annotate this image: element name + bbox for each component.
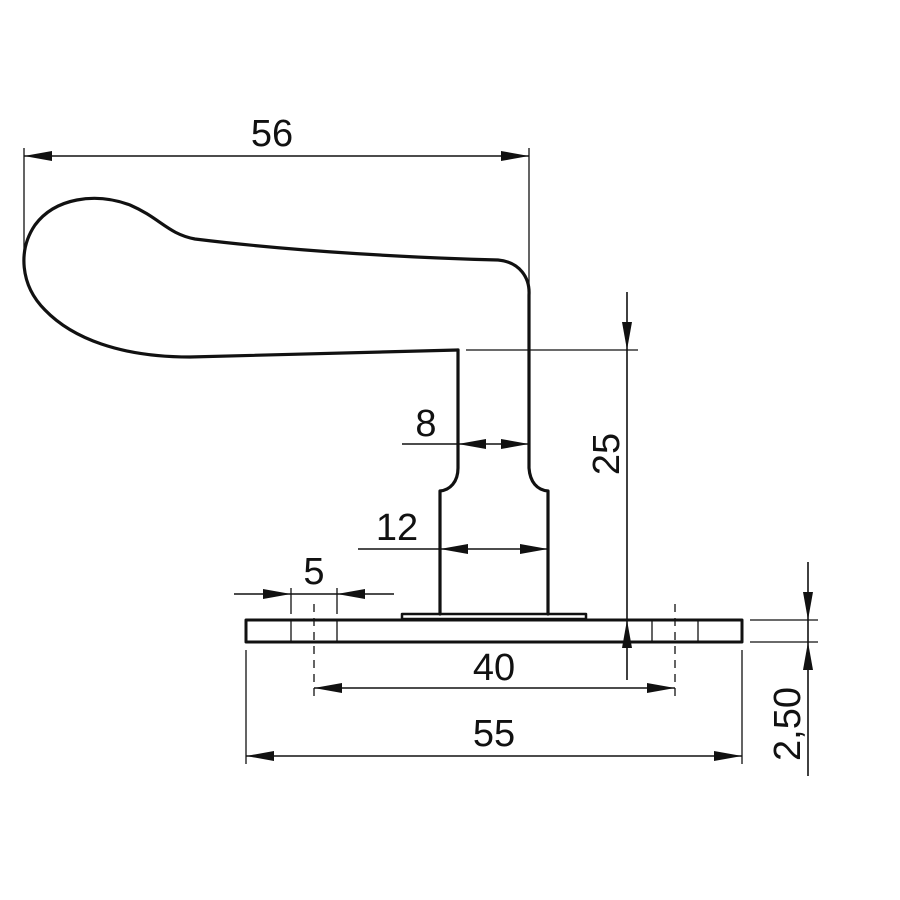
dimension-hole-diameter: 5	[234, 551, 394, 614]
base-plate	[244, 618, 744, 644]
dimension-neck-width: 8	[402, 403, 529, 449]
handle-lever-outline	[22, 196, 550, 616]
hole-spacing-label: 40	[473, 647, 515, 689]
plate-thickness-label: 2,50	[767, 687, 809, 761]
dimension-shank-width: 12	[358, 507, 548, 554]
handle-neck-left-outline	[438, 348, 460, 616]
neck-width-label: 8	[415, 403, 436, 445]
left-screw-hole	[290, 620, 338, 642]
dimension-height: 25	[466, 292, 638, 680]
right-screw-hole	[651, 620, 699, 642]
hole-diameter-label: 5	[303, 551, 324, 593]
dimension-plate-thickness: 2,50	[750, 562, 818, 776]
plate-length-label: 55	[473, 713, 515, 755]
dimension-hole-spacing: 40	[314, 647, 675, 693]
height-label: 25	[586, 433, 628, 475]
shank-width-label: 12	[376, 507, 418, 549]
handle-length-label: 56	[251, 113, 293, 155]
dimension-handle-length: 56	[23, 113, 530, 292]
dimension-plate-length: 55	[245, 650, 743, 764]
rose-flange	[400, 612, 588, 621]
